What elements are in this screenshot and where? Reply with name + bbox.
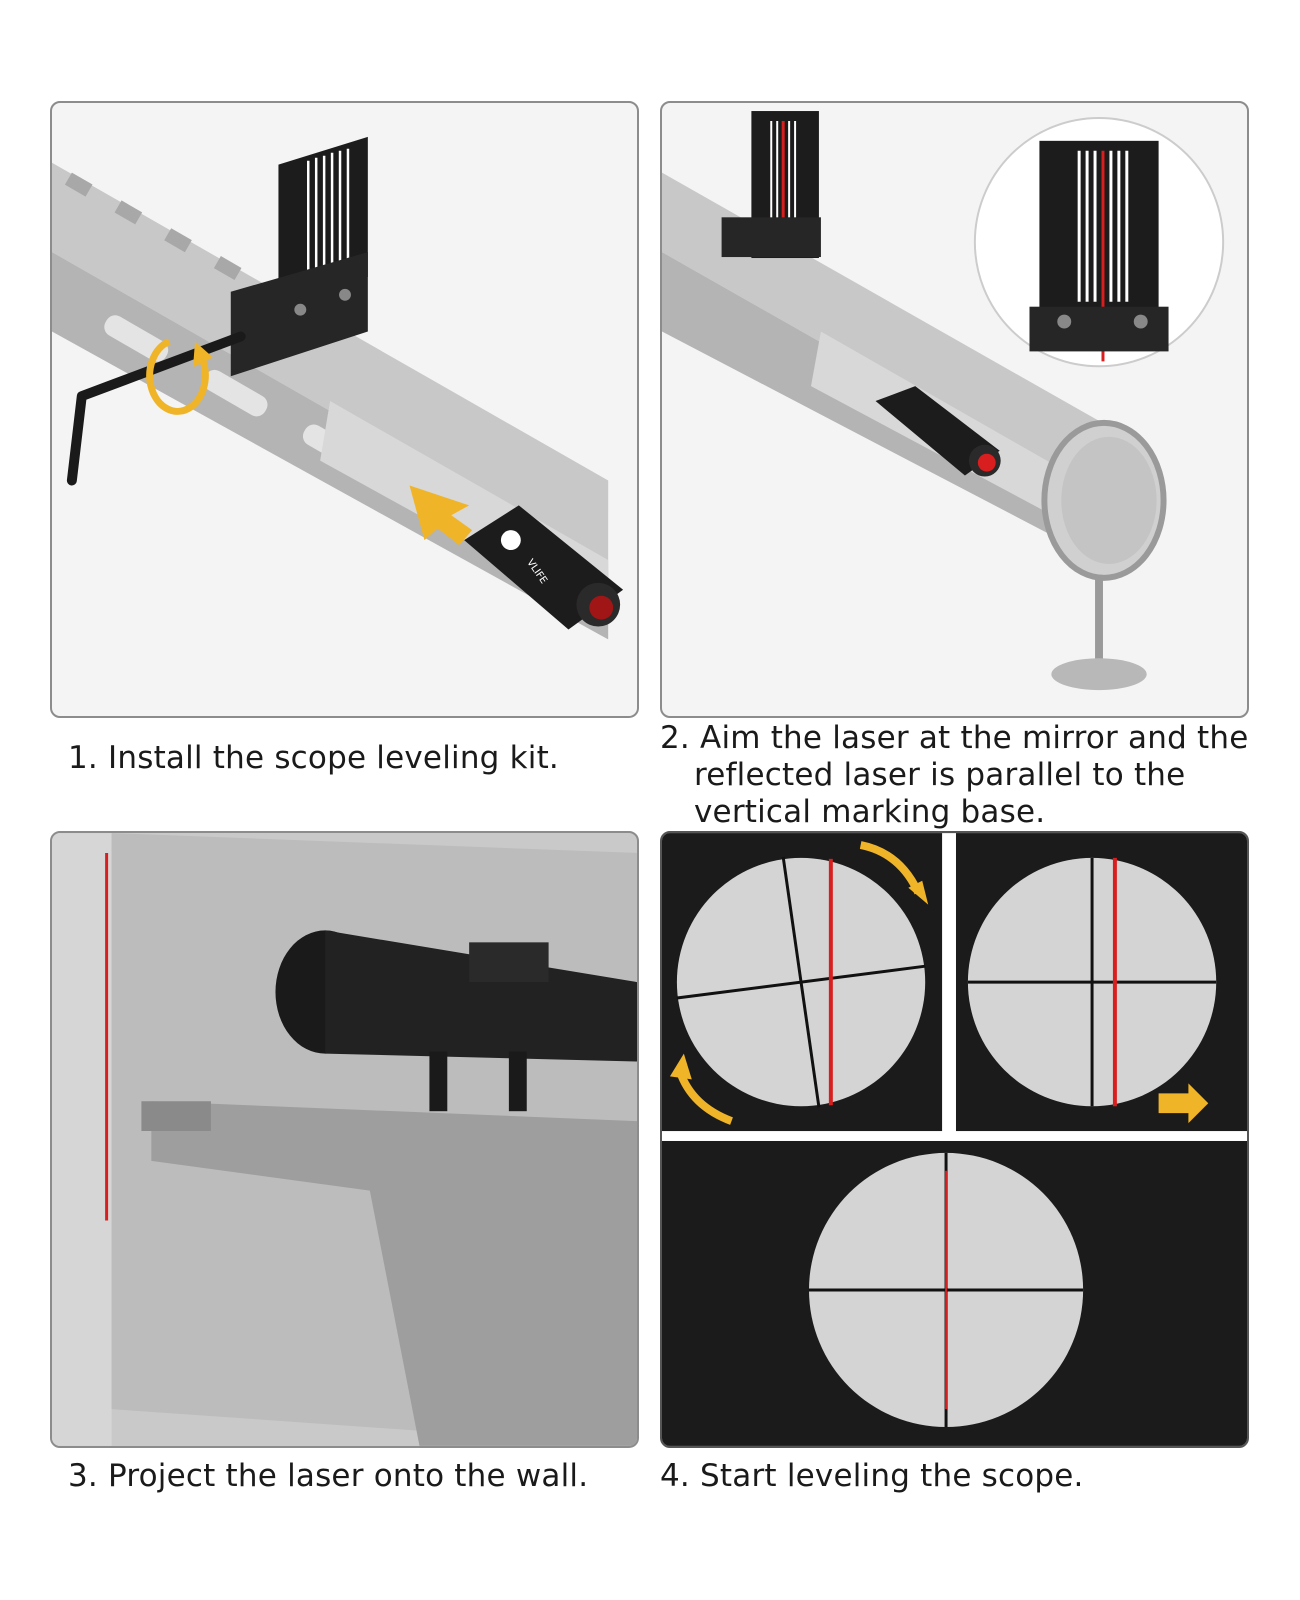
marking-plate [721,111,821,259]
step-3-caption: 3. Project the laser onto the wall. [68,1458,589,1494]
step-3-image [50,831,639,1448]
hex-key [66,331,246,486]
wall-projection-illustration [52,833,637,1446]
step-1-image: VLIFE [50,101,639,718]
reticle-tilted [669,841,929,1125]
plate-zoom-detail [973,117,1225,368]
shift-right-arrow-icon [1158,1083,1209,1124]
mirror [1041,419,1167,691]
rifle-body [141,1101,637,1446]
step-2-caption-line3: vertical marking base. [694,794,1046,830]
step-4-image [660,831,1249,1448]
laser-boresighter [875,386,1001,477]
insert-arrow-icon [409,485,473,546]
reticle-offset [967,857,1217,1124]
rotate-arrow-icon [146,338,209,415]
step-2-caption: 2. Aim the laser at the mirror and the r… [660,720,1249,831]
mirror-alignment-illustration [662,111,1225,691]
reticle-aligned [808,1152,1084,1428]
step-2-caption-line1: 2. Aim the laser at the mirror and the [660,720,1249,756]
laser-boresighter: VLIFE [464,505,624,630]
step-1-caption: 1. Install the scope leveling kit. [68,740,559,776]
rifle-scope [275,930,637,1112]
reticle-leveling-illustration [662,833,1247,1446]
marking-plate [230,136,368,377]
step-2-caption-line2: reflected laser is parallel to the [694,757,1186,793]
step-2-image [660,101,1249,718]
step-4-caption: 4. Start leveling the scope. [660,1458,1084,1494]
install-kit-illustration: VLIFE [52,136,624,640]
